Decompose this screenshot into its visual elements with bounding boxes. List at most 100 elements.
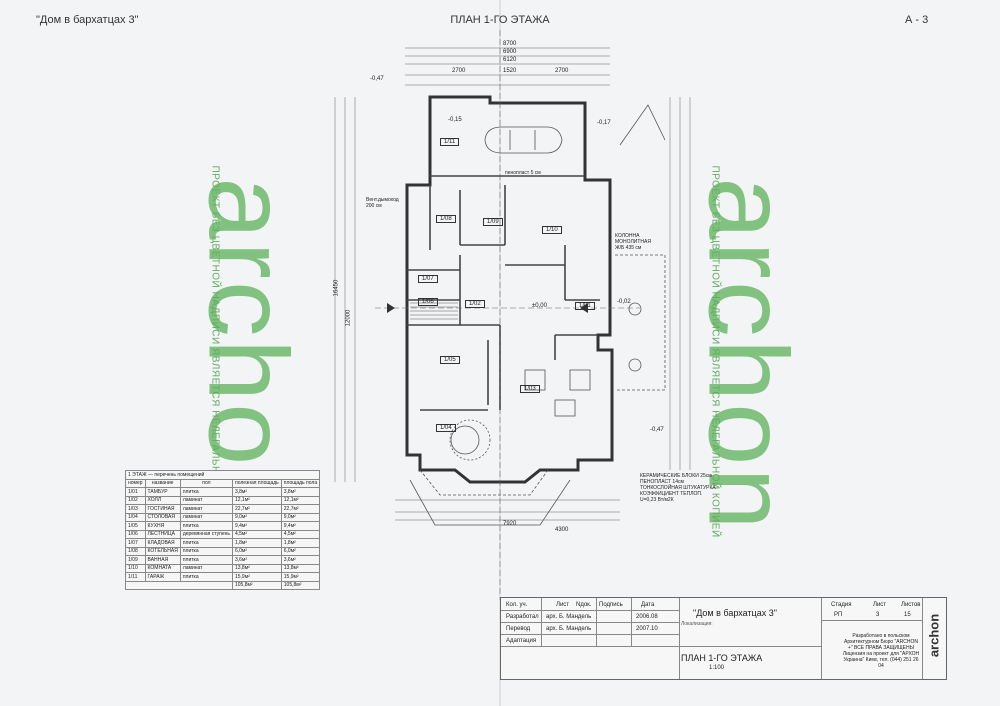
room-label-hall: 1/02 xyxy=(465,300,485,308)
room-label-living: 1/03 xyxy=(520,385,540,393)
note-chimney: Вент.дымоход 200 см xyxy=(366,197,399,209)
table-cell: 9,4м² xyxy=(280,521,321,531)
col-header: пол xyxy=(179,478,233,488)
dim-top-5: 2700 xyxy=(452,68,466,74)
table-cell: 1,8м² xyxy=(280,538,321,548)
level-mark-4: ±0,00 xyxy=(532,303,547,309)
stamp-scale: 1:100 xyxy=(709,665,725,671)
room-label-bath: 1/09 xyxy=(483,218,503,226)
level-mark-2: -0,15 xyxy=(448,117,462,123)
dim-bottom-1: 7920 xyxy=(503,521,517,527)
table-cell: ламинат xyxy=(179,504,233,514)
dim-top-1: 8700 xyxy=(503,41,517,47)
table-total-row: 105,8м² 105,8м² xyxy=(125,580,321,590)
table-cell: 13,8м² xyxy=(231,563,282,573)
table-cell: КОТЕЛЬНАЯ xyxy=(144,546,181,556)
table-cell: 1/06 xyxy=(125,529,146,539)
room-label-room: 1/10 xyxy=(542,226,562,234)
outer-walls xyxy=(405,95,614,484)
stage-value: РП xyxy=(834,612,843,618)
stamp-col-2: Лист xyxy=(556,602,570,608)
note-column: КОЛОННА МОНОЛИТНАЯ Ж/Б 435 см xyxy=(615,233,651,251)
header-sheet-code: А - 3 xyxy=(905,14,929,26)
stage-header: Лист xyxy=(873,602,887,608)
table-cell: плитка xyxy=(179,572,233,582)
stamp-project-name: "Дом в бархатцах 3" xyxy=(693,608,777,618)
table-cell: ГАРАЖ xyxy=(144,572,181,582)
table-cell: плитка xyxy=(179,538,233,548)
note-foam: пенопласт 5 см xyxy=(505,170,541,176)
stamp-role-3: Адаптация xyxy=(506,638,537,644)
table-cell: ЛЕСТНИЦА xyxy=(144,529,181,539)
table-cell: 1/04 xyxy=(125,512,146,522)
header-sheet-title: ПЛАН 1-ГО ЭТАЖА xyxy=(450,14,550,26)
table-cell: 15,9м² xyxy=(280,572,321,582)
col-header: площадь пола xyxy=(280,478,321,488)
table-cell: 4,5м² xyxy=(280,529,321,539)
stamp-location-label: Локализация: xyxy=(681,621,713,627)
table-cell: 3,6м² xyxy=(280,555,321,565)
room-label-stairs: 1/06 xyxy=(418,298,438,306)
table-cell: ламинат xyxy=(179,512,233,522)
header-project-title: "Дом в бархатцах 3" xyxy=(36,14,139,26)
table-cell: 22,7м² xyxy=(231,504,282,514)
table-cell: 3,8м² xyxy=(280,487,321,497)
dim-top-4: 1520 xyxy=(503,68,517,74)
table-title-row: 1 ЭТАЖ — перечень помещений xyxy=(124,470,321,480)
stage-value: 3 xyxy=(876,612,880,618)
table-cell: плитка xyxy=(179,555,233,565)
room-label-vestibule: 1/01 xyxy=(575,302,595,310)
table-cell: КЛАДОВАЯ xyxy=(144,538,181,548)
stamp-date-2: 2007.10 xyxy=(636,626,658,632)
col-header: название xyxy=(144,478,181,488)
stamp-col-1: Кол. уч. xyxy=(506,602,528,608)
archon-logo: archon xyxy=(922,598,946,679)
table-cell: ламинат xyxy=(179,563,233,573)
room-schedule-table: 1 ЭТАЖ — перечень помещений номер назван… xyxy=(124,470,321,590)
table-cell: 1,8м² xyxy=(231,538,282,548)
total-useful: 105,8м² xyxy=(231,580,282,590)
table-cell: ТАМБУР xyxy=(144,487,181,497)
table-cell: деревянная ступень xyxy=(179,529,233,539)
level-mark-3: -0,17 xyxy=(597,120,611,126)
stamp-role-2: Перевод xyxy=(506,626,531,632)
dim-bottom-2: 4300 xyxy=(555,527,569,533)
stamp-developer-info: Разработано в польском Архитектурном Бюр… xyxy=(842,633,920,669)
stamp-name-2: арх. Б. Мандель xyxy=(546,626,592,632)
table-cell: 1/02 xyxy=(125,495,146,505)
stamp-col-5: Дата xyxy=(641,602,655,608)
table-cell: ХОЛЛ xyxy=(144,495,181,505)
room-label-kitchen: 1/05 xyxy=(440,356,460,364)
stamp-role-1: Разработал xyxy=(506,614,539,620)
stamp-date-1: 2006.08 xyxy=(636,614,658,620)
room-label-dining: 1/04 xyxy=(436,424,456,432)
room-label-garage: 1/11 xyxy=(440,138,460,146)
table-cell: 1/09 xyxy=(125,555,146,565)
table-cell: КУХНЯ xyxy=(144,521,181,531)
col-header: полезная площадь xyxy=(231,478,282,488)
table-cell: КОМНАТА xyxy=(144,563,181,573)
table-cell: 3,8м² xyxy=(231,487,282,497)
dim-top-6: 2700 xyxy=(555,68,569,74)
total-floor: 105,8м² xyxy=(280,580,321,590)
table-cell: 1/10 xyxy=(125,563,146,573)
table-cell: плитка xyxy=(179,521,233,531)
table-cell: плитка xyxy=(179,487,233,497)
table-header-row: номер название пол полезная площадь площ… xyxy=(125,478,321,488)
stage-header: Стадия xyxy=(831,602,852,608)
note-wall-spec: КЕРАМИЧЕСКИЕ БЛОКИ 25см ПЕНОПЛАСТ 14см Т… xyxy=(640,473,716,503)
stage-header: Листов xyxy=(901,602,921,608)
table-cell: 13,8м² xyxy=(280,563,321,573)
